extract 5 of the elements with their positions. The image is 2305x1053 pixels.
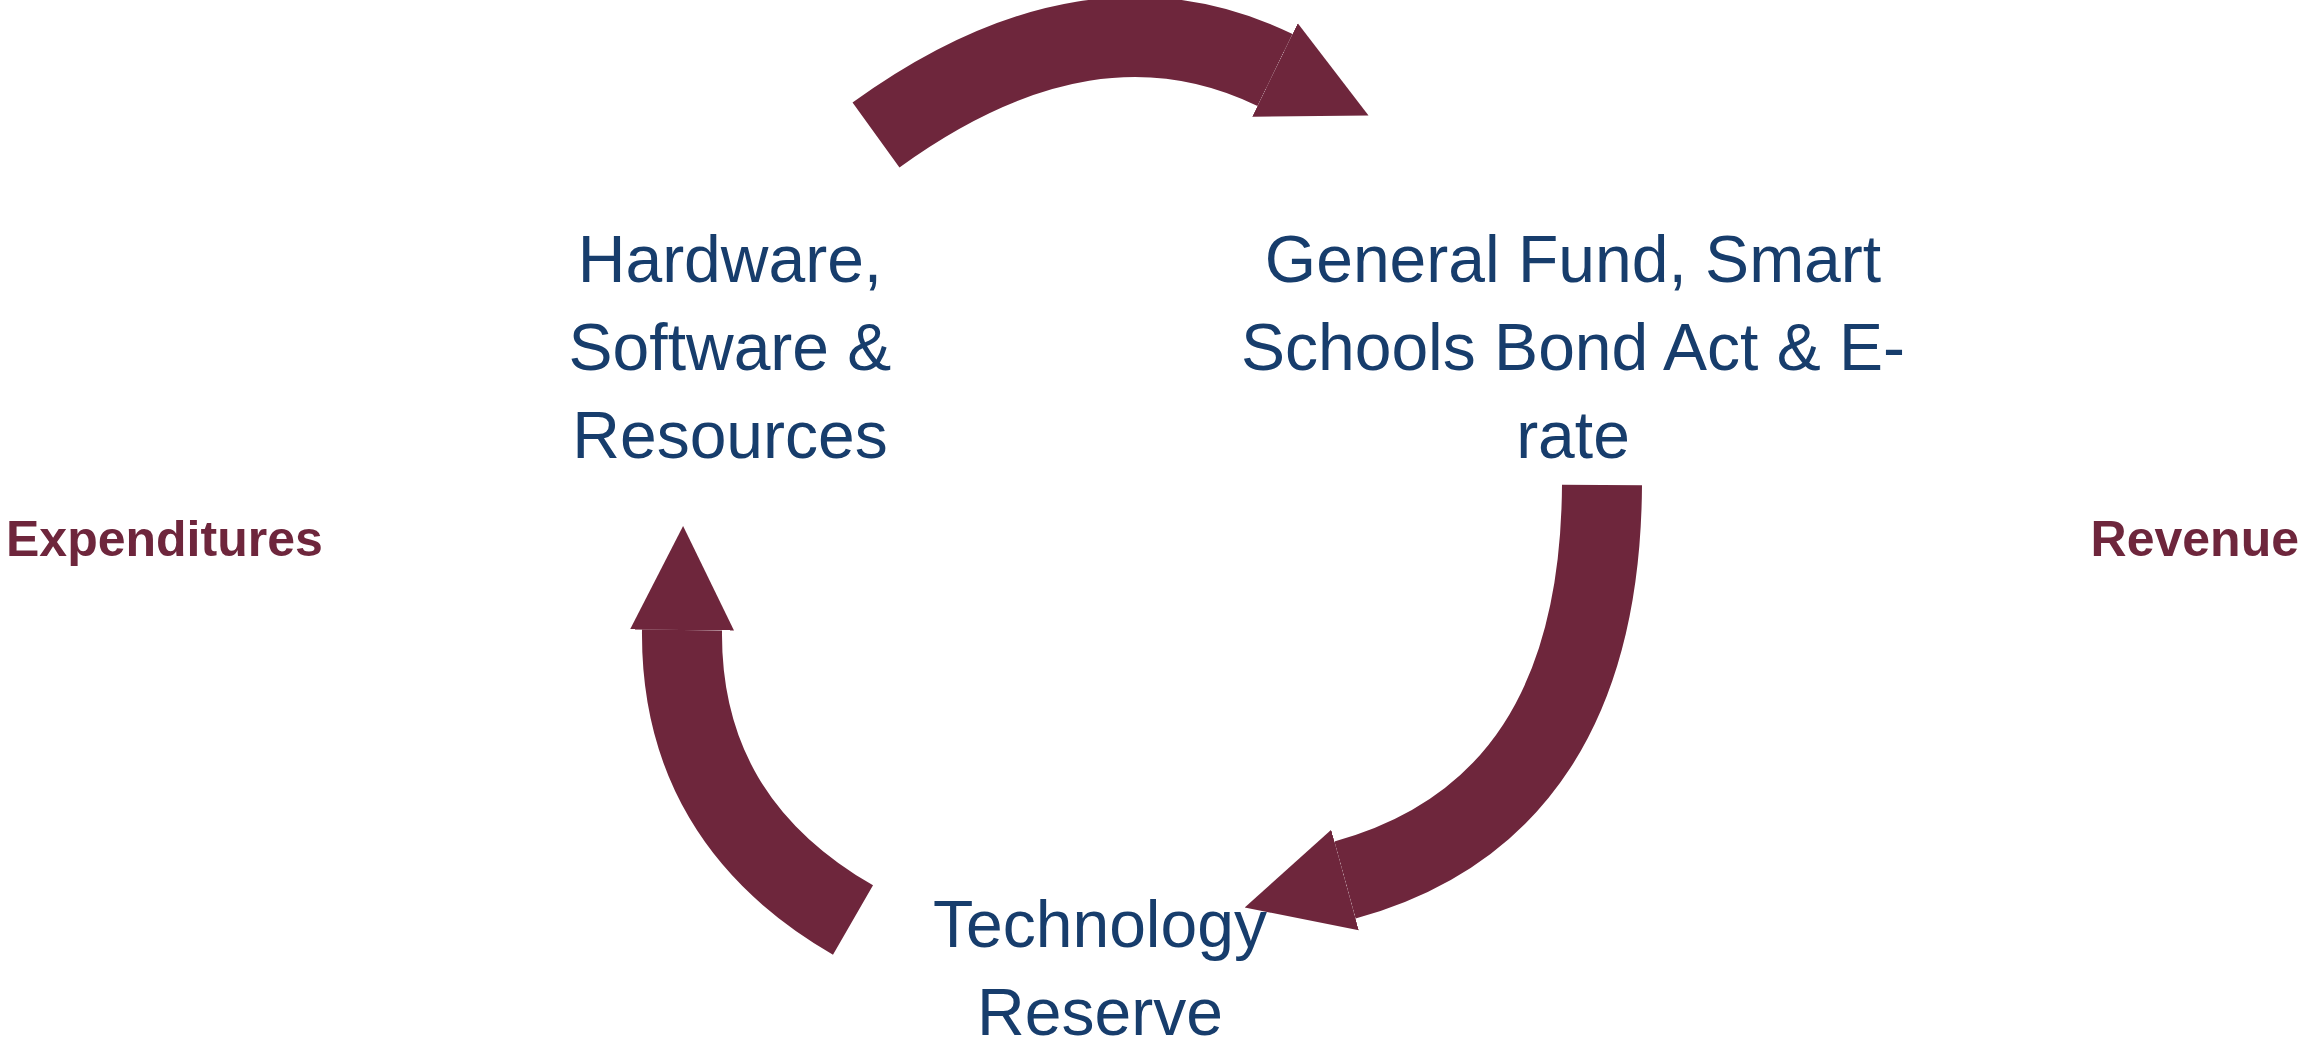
side-label: Expenditures [6,510,323,568]
node-label: General Fund, Smart Schools Bond Act & E-rate [1223,215,1923,479]
side-label: Revenue [2090,510,2299,568]
node-label: Hardware, Software & Resources [480,215,980,479]
node-label: Technology Reserve [860,880,1340,1053]
